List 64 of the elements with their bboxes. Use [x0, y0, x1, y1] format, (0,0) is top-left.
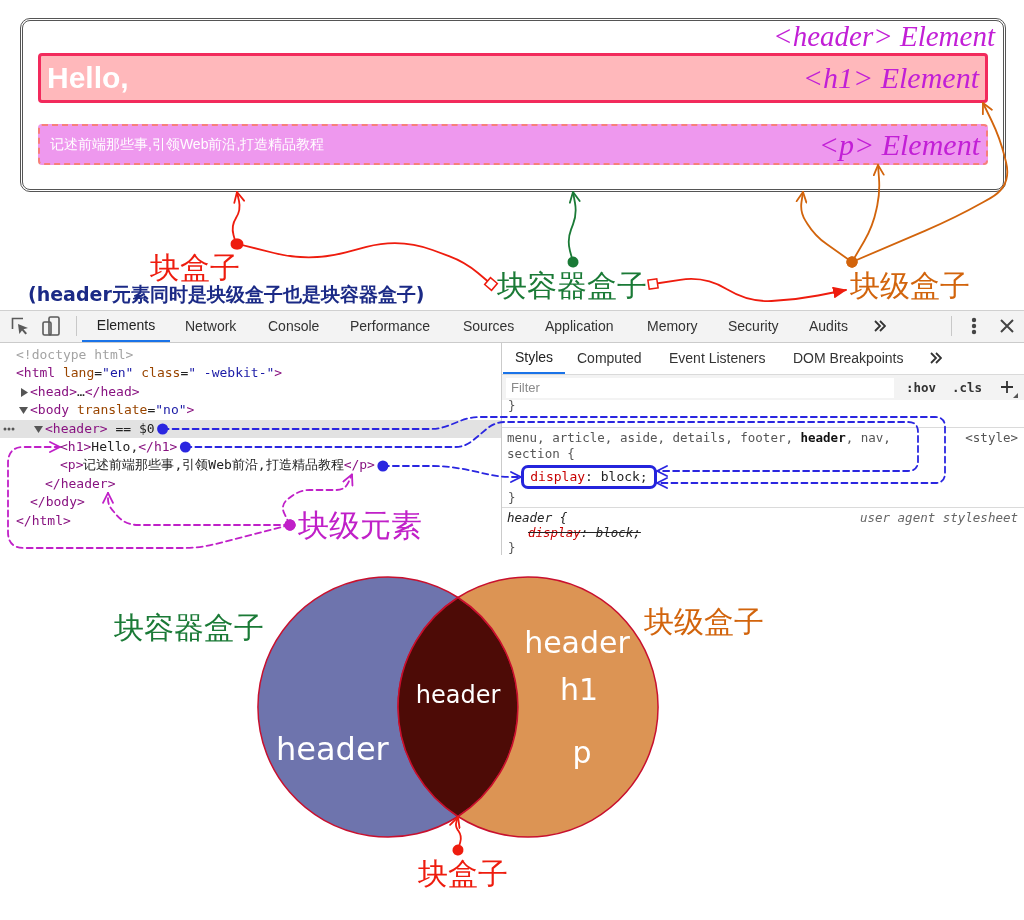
- code-line: <h1>Hello,</h1>: [60, 438, 186, 456]
- tab-label: Network: [184, 317, 238, 336]
- heading-text: Hello,: [47, 60, 129, 96]
- tab-label: Security: [727, 317, 780, 336]
- selected-tab: Elements: [82, 310, 170, 342]
- arrow: [449, 816, 464, 856]
- set-label: header: [524, 625, 630, 661]
- heading-box: [38, 53, 988, 103]
- element-label: <h1> Element: [802, 60, 979, 96]
- selected-tab: Styles: [503, 342, 565, 374]
- code-line: </html>: [16, 511, 71, 530]
- tab-label: Event Listeners: [668, 349, 767, 368]
- code-line: <html lang="en" class=" -webkit-">: [16, 364, 283, 383]
- code-line: }: [508, 490, 516, 506]
- code-line: <header> == $0: [45, 419, 163, 438]
- set-label: header: [415, 681, 501, 710]
- set-label: header: [276, 730, 389, 769]
- overlap-region: [398, 597, 518, 817]
- tab-label: Application: [544, 317, 615, 336]
- element-label: <header> Element: [773, 20, 995, 52]
- element-label: <p> Element: [818, 127, 980, 163]
- annotation-label: 块级盒子: [846, 262, 970, 304]
- set-label: p: [572, 735, 592, 771]
- code-line: }: [508, 540, 516, 555]
- tab-label: Sources: [462, 317, 516, 336]
- annotation-label: 块级元素: [290, 507, 422, 543]
- toggle-label: .cls: [952, 379, 983, 397]
- tab-label: Console: [267, 317, 321, 336]
- code-line: </body>: [30, 493, 85, 512]
- code-line: </header>: [45, 474, 124, 493]
- filter-field: Filter: [506, 378, 894, 398]
- dashed-arrow: [179, 421, 919, 477]
- annotation-label: 块级盒子: [644, 604, 764, 640]
- css-selector: menu, article, aside, details, footer, header, nav, section {: [507, 430, 892, 462]
- tab-label: Audits: [808, 317, 849, 336]
- tab-label: Computed: [576, 349, 643, 368]
- arrow: [567, 191, 581, 268]
- css-declaration: display: block;: [528, 525, 641, 540]
- dashed-arrow: [282, 473, 354, 531]
- dashed-arrow: [377, 460, 522, 483]
- css-selector: header {: [507, 510, 568, 525]
- annotation-label: 块盒子: [418, 850, 508, 892]
- declaration-box: display: block;: [521, 465, 657, 489]
- set-label: h1: [559, 672, 599, 708]
- tab-label: DOM Breakpoints: [792, 349, 905, 368]
- arrow: [230, 191, 245, 250]
- arrow: [846, 102, 1009, 268]
- annotation-label: 块容器盒子: [491, 262, 653, 304]
- source-link: <style>: [965, 430, 1018, 446]
- code-line: }: [508, 399, 516, 413]
- code-line: <!doctype html>: [16, 346, 134, 364]
- toggle-label: :hov: [906, 379, 937, 397]
- tab-label: Memory: [646, 317, 699, 336]
- paragraph-box: [38, 124, 988, 165]
- dashed-arrow: [157, 416, 946, 489]
- code-line: <body translate="no">: [30, 401, 195, 420]
- container-box: [20, 18, 1006, 192]
- source-label: user agent stylesheet: [859, 510, 1018, 525]
- paragraph-text: 记述前端那些事,引领Web前沿,打造精品教程: [50, 135, 325, 154]
- annotation-label: 块容器盒子: [114, 610, 264, 646]
- arrow: [647, 278, 847, 302]
- code-line: <p>记述前端那些事,引领Web前沿,打造精品教程</p>: [60, 456, 383, 475]
- code-line: <head>…</head>: [30, 382, 140, 401]
- tab-label: Performance: [349, 317, 432, 336]
